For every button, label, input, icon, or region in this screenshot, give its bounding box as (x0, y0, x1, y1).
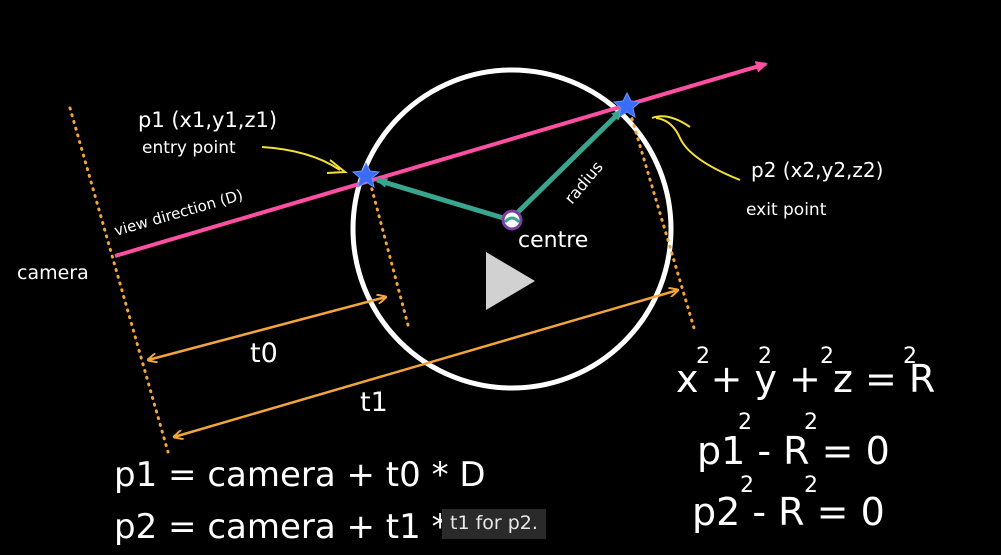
exponent: 2 (820, 344, 834, 369)
t0-label: t0 (250, 338, 278, 369)
p1-description: entry point (142, 138, 236, 158)
t1-label: t1 (360, 387, 388, 418)
t1-distance-arrow (174, 290, 678, 437)
star-icon (612, 91, 642, 119)
camera-label: camera (17, 262, 89, 284)
p2-annotation-arrow (651, 115, 741, 181)
view-ray (114, 61, 768, 258)
p2-description: exit point (746, 200, 827, 220)
p1-annotation-arrow (261, 146, 348, 174)
t1-plane-line (628, 110, 696, 330)
exponent: 2 (696, 344, 710, 369)
p2-sphere-equation: p2 - R = 0 (692, 490, 885, 534)
centre-label: centre (518, 228, 588, 253)
star-icon (351, 161, 381, 189)
t0-plane-line (368, 180, 410, 327)
subtitle-caption: t1 for p2. (442, 509, 546, 539)
view-direction-label: view direction (D) (112, 186, 245, 240)
play-icon[interactable] (466, 240, 546, 320)
p1-equation: p1 = camera + t0 * D (114, 455, 486, 495)
p1-label: p1 (x1,y1,z1) (138, 108, 277, 132)
exponent: 2 (804, 410, 818, 435)
exponent: 2 (903, 344, 917, 369)
sphere-equation: x + y + z = R (676, 357, 935, 401)
exponent: 2 (740, 473, 754, 498)
exponent: 2 (758, 344, 772, 369)
exponent: 2 (804, 473, 818, 498)
p2-equation: p2 = camera + t1 * (114, 507, 449, 547)
p1-sphere-equation: p1 - R = 0 (697, 429, 890, 473)
circle-dot-icon (501, 209, 523, 231)
radius-vector-p1 (375, 177, 511, 223)
radius-vector-p2 (508, 108, 624, 222)
exponent: 2 (738, 410, 752, 435)
p2-label: p2 (x2,y2,z2) (751, 158, 883, 182)
